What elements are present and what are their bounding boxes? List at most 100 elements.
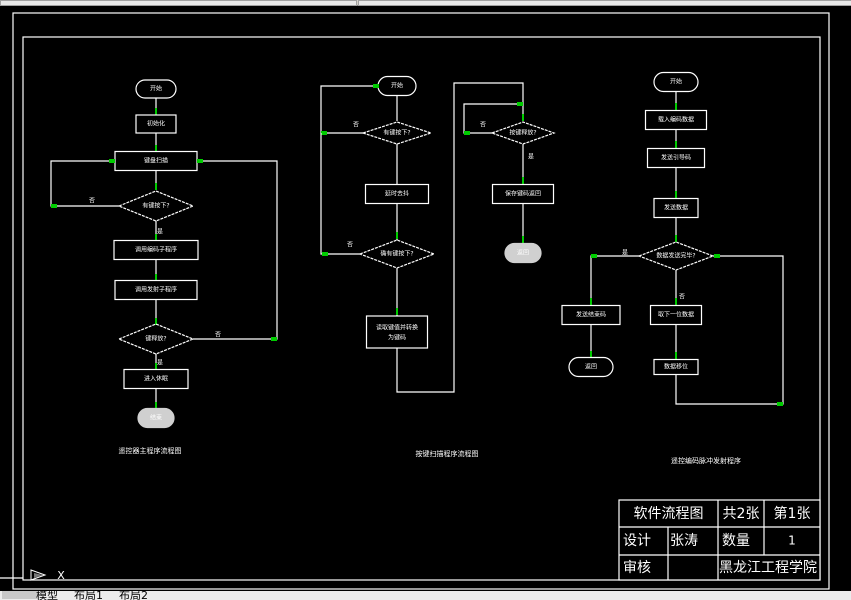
init-box-label: 初始化: [147, 120, 165, 128]
branch-label: 否: [347, 242, 353, 249]
arrow-marker: [155, 183, 157, 190]
key-released-decision: [117, 323, 195, 355]
designer-name: 张涛: [670, 533, 698, 549]
sheet-number: 第1张: [774, 505, 811, 522]
save-box: [491, 183, 555, 205]
start-terminal-label: 开始: [150, 85, 162, 93]
ucs-icon: X: [30, 569, 65, 582]
arrow-marker: [675, 191, 677, 198]
connection-point: [197, 159, 203, 163]
connection-point: [271, 337, 277, 341]
connection-point: [777, 402, 783, 406]
connector-line: [463, 103, 523, 134]
emit-box: [114, 279, 198, 301]
tab-layout2[interactable]: 布局2: [119, 591, 148, 600]
arrow-marker: [522, 236, 524, 243]
released-decision: [490, 121, 556, 145]
total-sheets: 共2张: [723, 506, 760, 522]
arrow-marker: [522, 114, 524, 121]
branch-label: 否: [89, 198, 95, 205]
institution-name: 黑龙江工程学院: [719, 560, 817, 576]
layout-tabs: 模型 布局1 布局2: [0, 591, 851, 600]
scrollbar-thumb[interactable]: [358, 0, 851, 6]
get-code-box: [365, 315, 429, 349]
arrow-marker: [396, 308, 398, 315]
connection-point: [373, 84, 379, 88]
key-released-decision-label: 键释放?: [145, 335, 166, 343]
branch-label: 否: [215, 332, 221, 339]
delay-box-label: 延时去抖: [385, 190, 409, 198]
drawing-canvas[interactable]: 开始初始化键盘扫描有键按下?否是调用编码子程序调用发射子程序键释放?否是进入休眠…: [0, 6, 851, 591]
ucs-x-label: X: [57, 569, 65, 582]
connection-point: [109, 159, 115, 163]
arrow-marker: [590, 351, 592, 358]
quantity-label: 数量: [722, 533, 750, 549]
flowchart-key-scan: 开始有键按下?否延时去抖确有键按下?否读取键值并转换为键码按键释放?否是保存键码…: [320, 75, 556, 458]
branch-label: 是: [622, 250, 628, 257]
sleep-box: [123, 368, 189, 390]
review-label: 审核: [623, 560, 651, 576]
connection-point: [322, 252, 328, 256]
branch-label: 是: [157, 360, 163, 367]
outer-border: [12, 12, 830, 590]
arrow-marker: [155, 145, 157, 152]
flowchart-caption: 遥控编码脉冲发射程序: [671, 456, 741, 465]
start-terminal: [653, 71, 699, 93]
get-code-box-label-line2: 为键码: [388, 334, 406, 342]
connector-line: [320, 85, 378, 134]
scan-box-label: 键盘扫描: [144, 157, 168, 165]
end-terminal: [504, 242, 542, 264]
arrow-marker: [675, 298, 677, 305]
inner-border: [22, 36, 821, 581]
branch-label: 否: [353, 122, 359, 129]
end-terminal: [568, 356, 614, 378]
confirm-decision: [358, 239, 436, 269]
arrow-marker: [675, 352, 677, 359]
top-scrollbar[interactable]: [0, 0, 851, 6]
branch-label: 否: [480, 122, 486, 129]
arrow-marker: [155, 402, 157, 409]
emit-box-label: 调用发射子程序: [135, 286, 177, 294]
arrow-marker: [396, 232, 398, 239]
arrow-marker: [155, 363, 157, 370]
end-terminal-label: 返回: [585, 364, 597, 371]
done-decision-label: 数据发送完毕?: [656, 252, 695, 260]
get-code-box-label: 读取键值并转换: [376, 324, 418, 332]
flowchart-ir-transmit: 开始载入编码数据发送引导码发送数据数据发送完毕?是发送结束码返回否取下一位数据数…: [561, 71, 784, 465]
tab-layout1[interactable]: 布局1: [74, 591, 103, 600]
arrow-marker: [675, 141, 677, 148]
flowchart-caption: 遥控器主程序流程图: [119, 446, 182, 455]
next-box-label: 取下一位数据: [658, 311, 694, 319]
drawing-name: 软件流程图: [634, 506, 704, 522]
arrow-marker: [155, 318, 157, 325]
confirm-decision-label: 确有键按下?: [380, 250, 413, 258]
key-pressed-decision-label: 有键按下?: [383, 129, 410, 137]
arrow-marker: [590, 298, 592, 305]
done-decision: [637, 241, 715, 271]
quantity-value: 1: [788, 534, 796, 548]
connection-point: [714, 254, 720, 258]
load-box: [644, 109, 708, 131]
key-pressed-decision-label: 有键按下?: [142, 202, 169, 210]
tab-nav-buttons[interactable]: [2, 591, 38, 599]
start-terminal-label: 开始: [670, 78, 682, 86]
encode-box-label: 调用编码子程序: [135, 246, 177, 254]
title-block-border: [618, 499, 821, 581]
released-decision-label: 按键释放?: [509, 129, 536, 137]
tab-model[interactable]: 模型: [36, 591, 58, 600]
scrollbar-track-left[interactable]: [0, 0, 357, 6]
shift-box-label: 数据移位: [664, 363, 688, 371]
save-box-label: 保存键码返回: [505, 190, 541, 198]
connector-line: [590, 255, 639, 305]
connection-point: [321, 131, 327, 135]
stop-box-label: 发送结束码: [576, 311, 606, 319]
flowchart-main-program: 开始初始化键盘扫描有键按下?否是调用编码子程序调用发射子程序键释放?否是进入休眠…: [50, 79, 278, 455]
end-terminal: [137, 407, 175, 429]
connector-line: [320, 133, 360, 255]
arrow-marker: [675, 103, 677, 110]
connection-point: [517, 102, 523, 106]
connector-line: [50, 160, 119, 207]
header-box-label: 发送引导码: [661, 154, 691, 162]
header-box: [646, 147, 706, 169]
